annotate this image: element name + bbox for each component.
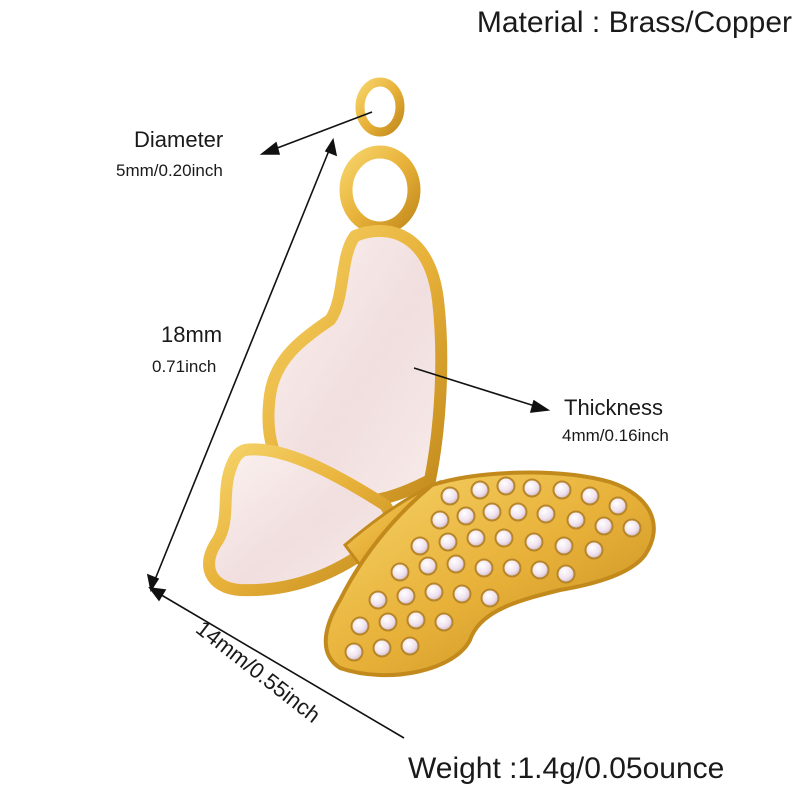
zircon-stone (508, 502, 528, 522)
zircon-stone (622, 518, 642, 538)
zircon-stone (410, 536, 430, 556)
zircon-stone (372, 638, 392, 658)
length-label: 18mm (161, 322, 223, 347)
zircon-stone (400, 636, 420, 656)
zircon-stone (452, 584, 472, 604)
zircon-stone (470, 480, 490, 500)
zircon-stone (350, 616, 370, 636)
zircon-stone (378, 612, 398, 632)
zircon-stone (406, 610, 426, 630)
jump-ring (355, 77, 405, 137)
zircon-stone (566, 510, 586, 530)
thickness-pointer (413, 367, 539, 408)
weight-label: Weight :1.4g/0.05ounce (408, 752, 725, 785)
diameter-value: 5mm/0.20inch (116, 161, 223, 180)
diameter-pointer (271, 111, 373, 151)
zircon-stone (524, 532, 544, 552)
zircon-stone (580, 486, 600, 506)
thickness-value: 4mm/0.16inch (562, 426, 669, 445)
zircon-stone (440, 486, 460, 506)
zircon-stone (368, 590, 388, 610)
zircon-stone (496, 476, 516, 496)
length-line (153, 147, 331, 583)
length-arrowhead-top (324, 137, 338, 157)
zircon-stone (494, 528, 514, 548)
zircon-stone (438, 532, 458, 552)
zircon-stone (396, 586, 416, 606)
zircon-stone (482, 502, 502, 522)
zircon-stone (430, 510, 450, 530)
zircon-stone (480, 588, 500, 608)
zircon-stone (584, 540, 604, 560)
length-value: 0.71inch (152, 357, 217, 376)
dimension-lines (146, 111, 551, 739)
zircon-stone (608, 496, 628, 516)
lower-wing (203, 443, 397, 597)
zircon-stone (418, 556, 438, 576)
zircon-stone (530, 560, 550, 580)
zircon-stone (390, 562, 410, 582)
zircon-stone (434, 612, 454, 632)
diameter-arrowhead (259, 141, 281, 155)
thickness-arrowhead (529, 399, 551, 413)
zircon-stone (424, 582, 444, 602)
zircon-stone (552, 480, 572, 500)
zircon-stone (502, 558, 522, 578)
zircon-stone (466, 528, 486, 548)
zircon-stone (536, 504, 556, 524)
material-label: Material : Brass/Copper (476, 6, 792, 39)
zircon-stone (594, 516, 614, 536)
width-arrowhead (148, 586, 167, 602)
zircon-stone (344, 642, 364, 662)
zircon-stones (344, 476, 642, 662)
zircon-stone (446, 554, 466, 574)
thickness-label: Thickness (564, 395, 664, 420)
zircon-stone (456, 506, 476, 526)
zircon-stone (554, 536, 574, 556)
zircon-stone (474, 558, 494, 578)
length-arrowhead-bottom (146, 573, 160, 593)
width-line (157, 592, 405, 739)
zircon-stone (556, 564, 576, 584)
diameter-label: Diameter (134, 127, 224, 152)
zircon-stone (522, 478, 542, 498)
bail-loop (339, 145, 421, 235)
